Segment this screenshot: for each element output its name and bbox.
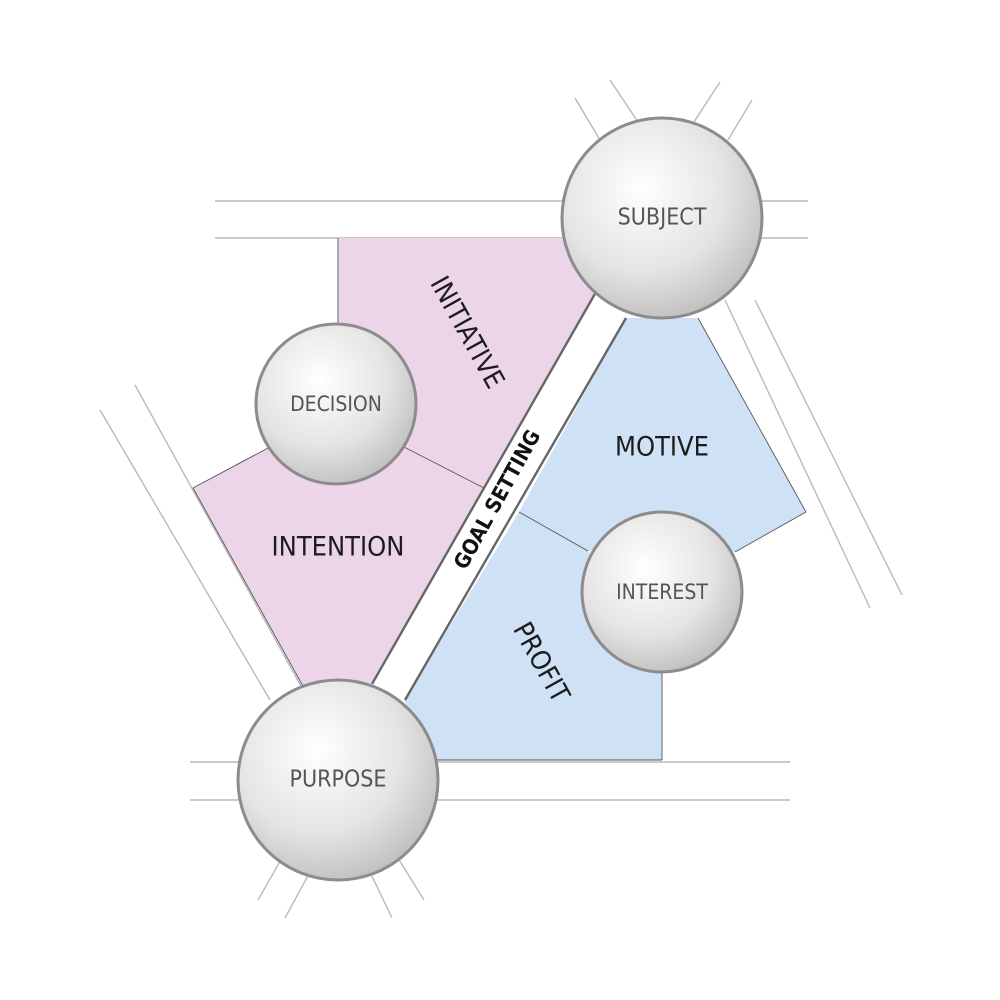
interest-label: INTEREST xyxy=(616,580,708,604)
intention-label: INTENTION xyxy=(272,532,405,563)
motive-label: MOTIVE xyxy=(615,432,709,463)
decision-sphere xyxy=(254,322,418,486)
interest-node: INTEREST xyxy=(580,510,744,674)
purpose-label: PURPOSE xyxy=(290,767,387,793)
region-dividers xyxy=(192,238,807,761)
intention-region xyxy=(193,447,484,688)
decision-node: DECISION xyxy=(254,322,418,486)
motive-region xyxy=(519,318,806,552)
guide-lines xyxy=(99,79,903,919)
decision-label: DECISION xyxy=(290,392,382,416)
interest-sphere xyxy=(580,510,744,674)
subject-sphere xyxy=(560,116,764,320)
purpose-sphere xyxy=(236,678,440,882)
subject-label: SUBJECT xyxy=(618,205,707,231)
purpose-node: PURPOSE xyxy=(236,678,440,882)
subject-node: SUBJECT xyxy=(560,116,764,320)
